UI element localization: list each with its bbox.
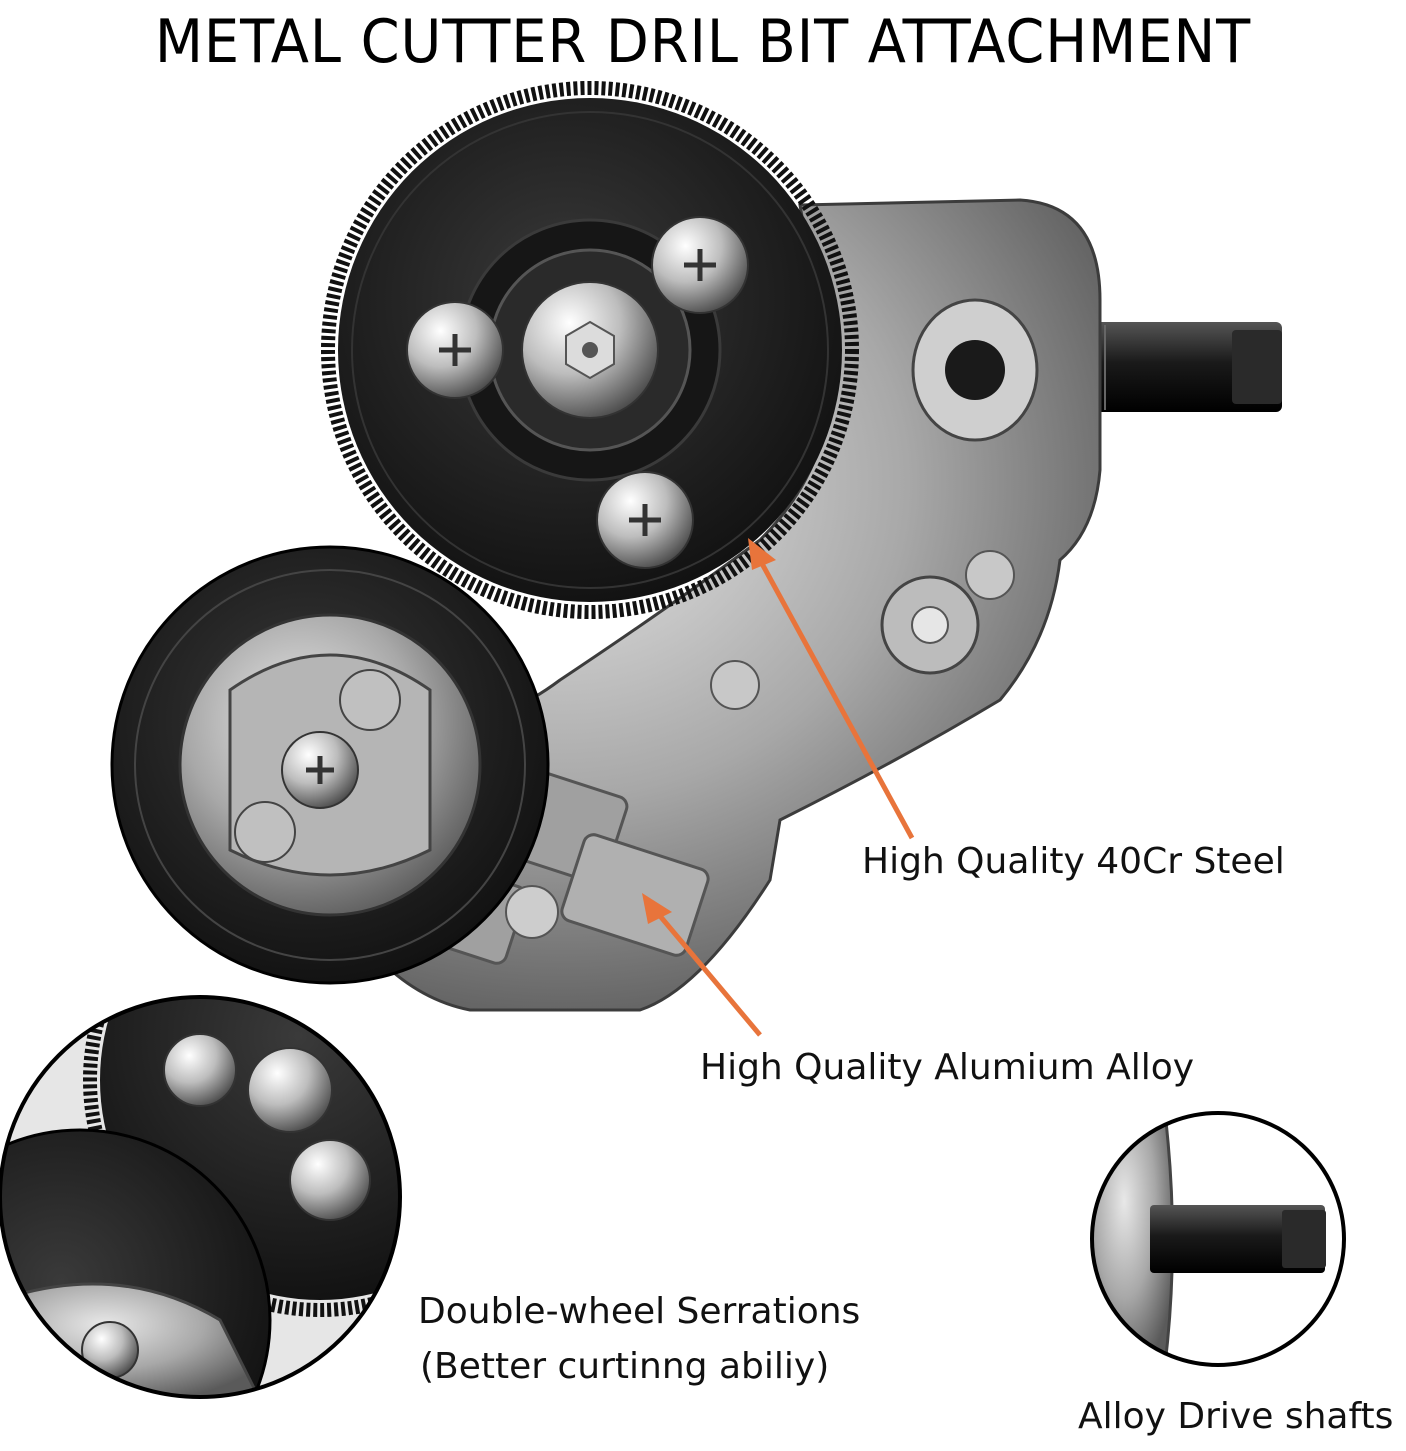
detail-frame-right bbox=[1090, 1111, 1346, 1367]
cutter-attachment bbox=[110, 81, 1282, 1012]
label-serrations: Double-wheel Serrations bbox=[418, 1291, 861, 1332]
gear-wheel-icon bbox=[321, 81, 859, 619]
hex-shank-icon bbox=[1070, 322, 1282, 412]
label-alloy: High Quality Alumium Alloy bbox=[700, 1047, 1195, 1088]
page-title: METAL CUTTER DRIL BIT ATTACHMENT bbox=[154, 7, 1252, 77]
screw-icon bbox=[651, 216, 749, 314]
screw-icon bbox=[281, 731, 359, 809]
screw-icon bbox=[596, 471, 694, 569]
label-steel: High Quality 40Cr Steel bbox=[862, 841, 1285, 882]
screw-icon bbox=[406, 301, 504, 399]
label-shaft: Alloy Drive shafts bbox=[1078, 1396, 1394, 1437]
detail-frame-left bbox=[0, 995, 402, 1399]
label-serrations-sub: (Better curtinng abiliy) bbox=[420, 1346, 830, 1387]
cutter-disc-icon bbox=[110, 545, 550, 985]
detail-drive-shaft bbox=[1092, 1113, 1344, 1365]
callout-arrows bbox=[642, 538, 915, 1037]
